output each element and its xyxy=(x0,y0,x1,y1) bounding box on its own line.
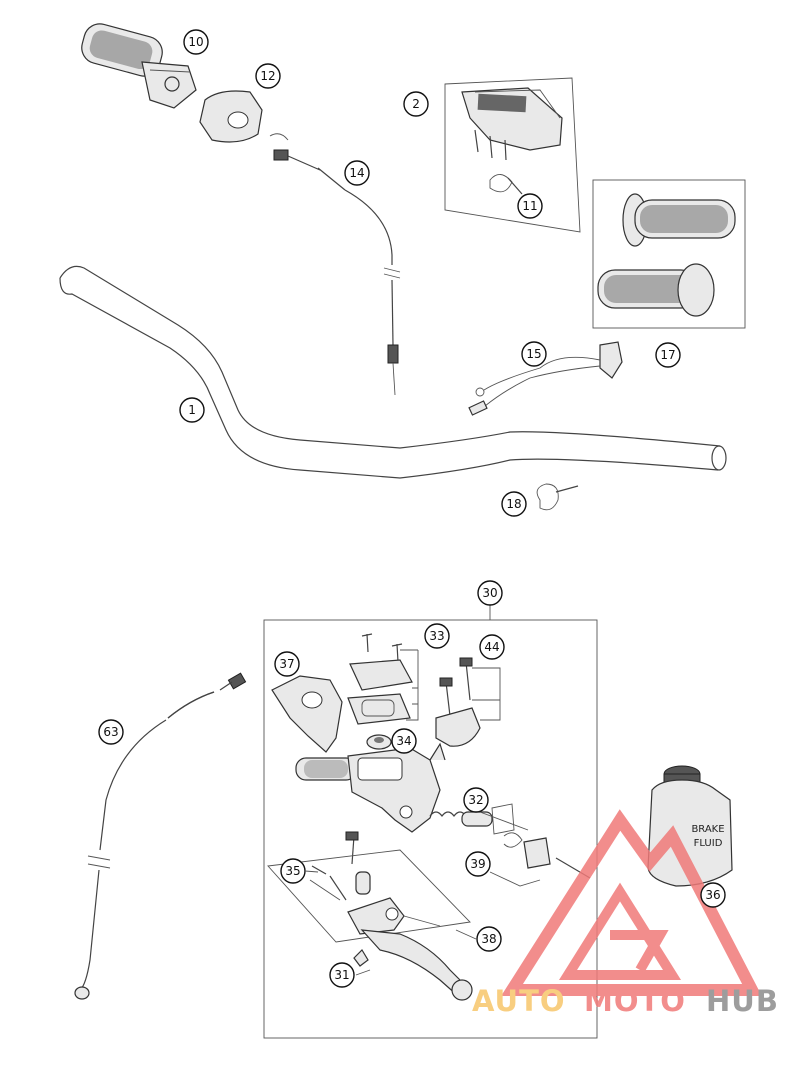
svg-text:15: 15 xyxy=(526,347,541,361)
dust-boot xyxy=(489,832,591,887)
callout-31: 31 xyxy=(329,962,355,988)
throttle-housing-cover xyxy=(199,90,263,143)
callout-layer: 10 12 2 14 11 17 15 1 18 30 33 44 37 34 … xyxy=(98,29,726,988)
svg-text:14: 14 xyxy=(349,166,364,180)
callout-35: 35 xyxy=(280,858,306,884)
callout-11: 11 xyxy=(517,193,543,219)
callout-36: 36 xyxy=(700,882,726,908)
svg-text:30: 30 xyxy=(482,586,497,600)
callout-44: 44 xyxy=(479,634,505,660)
brake-lever xyxy=(347,897,473,1001)
lever-guard xyxy=(271,675,343,753)
callout-1: 1 xyxy=(179,397,205,423)
callout-12: 12 xyxy=(255,63,281,89)
callout-17: 17 xyxy=(655,342,681,368)
svg-text:32: 32 xyxy=(468,793,483,807)
brake-fluid-label-line1: BRAKE xyxy=(691,824,724,835)
svg-text:35: 35 xyxy=(285,864,300,878)
callout-10: 10 xyxy=(183,29,209,55)
callout-34: 34 xyxy=(391,728,417,754)
svg-text:39: 39 xyxy=(470,857,485,871)
svg-text:44: 44 xyxy=(484,640,499,654)
callout-14: 14 xyxy=(344,160,370,186)
callout-18: 18 xyxy=(501,491,527,517)
svg-text:17: 17 xyxy=(660,348,675,362)
callout-63: 63 xyxy=(98,719,124,745)
reservoir-diaphragm xyxy=(366,734,392,750)
throttle-cable xyxy=(269,133,401,396)
watermark-hub: HUB xyxy=(706,984,779,1018)
svg-text:33: 33 xyxy=(429,629,444,643)
callout-37: 37 xyxy=(274,651,300,677)
svg-text:12: 12 xyxy=(260,69,275,83)
svg-text:11: 11 xyxy=(522,199,537,213)
brake-hose xyxy=(74,672,247,1000)
svg-text:37: 37 xyxy=(279,657,294,671)
callout-15: 15 xyxy=(521,341,547,367)
grips-frame xyxy=(592,179,746,329)
callout-32: 32 xyxy=(463,787,489,813)
svg-text:36: 36 xyxy=(705,888,720,902)
brake-fluid-bottle: BRAKE FLUID xyxy=(647,765,733,887)
callout-39: 39 xyxy=(465,851,491,877)
kill-switch xyxy=(468,341,623,416)
throttle-grip xyxy=(81,23,197,109)
watermark-moto: MOTO xyxy=(584,984,686,1018)
svg-text:18: 18 xyxy=(506,497,521,511)
cable-tie xyxy=(536,483,579,511)
svg-text:34: 34 xyxy=(396,734,411,748)
handlebar-pad-frame xyxy=(444,77,581,233)
handlebar xyxy=(59,265,727,479)
svg-text:31: 31 xyxy=(334,968,349,982)
callout-30: 30 xyxy=(477,580,503,606)
callout-33: 33 xyxy=(424,623,450,649)
watermark-auto: AUTO xyxy=(472,984,566,1018)
callout-38: 38 xyxy=(476,926,502,952)
svg-text:2: 2 xyxy=(412,97,420,111)
adjuster-screw xyxy=(267,831,471,943)
svg-text:1: 1 xyxy=(188,403,196,417)
svg-text:63: 63 xyxy=(103,725,118,739)
reservoir-cover xyxy=(347,633,419,725)
brake-piston xyxy=(429,803,529,835)
callout-2: 2 xyxy=(403,91,429,117)
master-cylinder-body xyxy=(295,742,446,833)
svg-text:10: 10 xyxy=(188,35,203,49)
handlebar-clamp xyxy=(435,657,501,747)
brake-master-cylinder-frame xyxy=(263,604,598,1039)
brake-fluid-label-line2: FLUID xyxy=(694,838,723,849)
svg-text:38: 38 xyxy=(481,932,496,946)
automotohub-watermark: AUTO MOTO HUB xyxy=(472,809,779,1018)
